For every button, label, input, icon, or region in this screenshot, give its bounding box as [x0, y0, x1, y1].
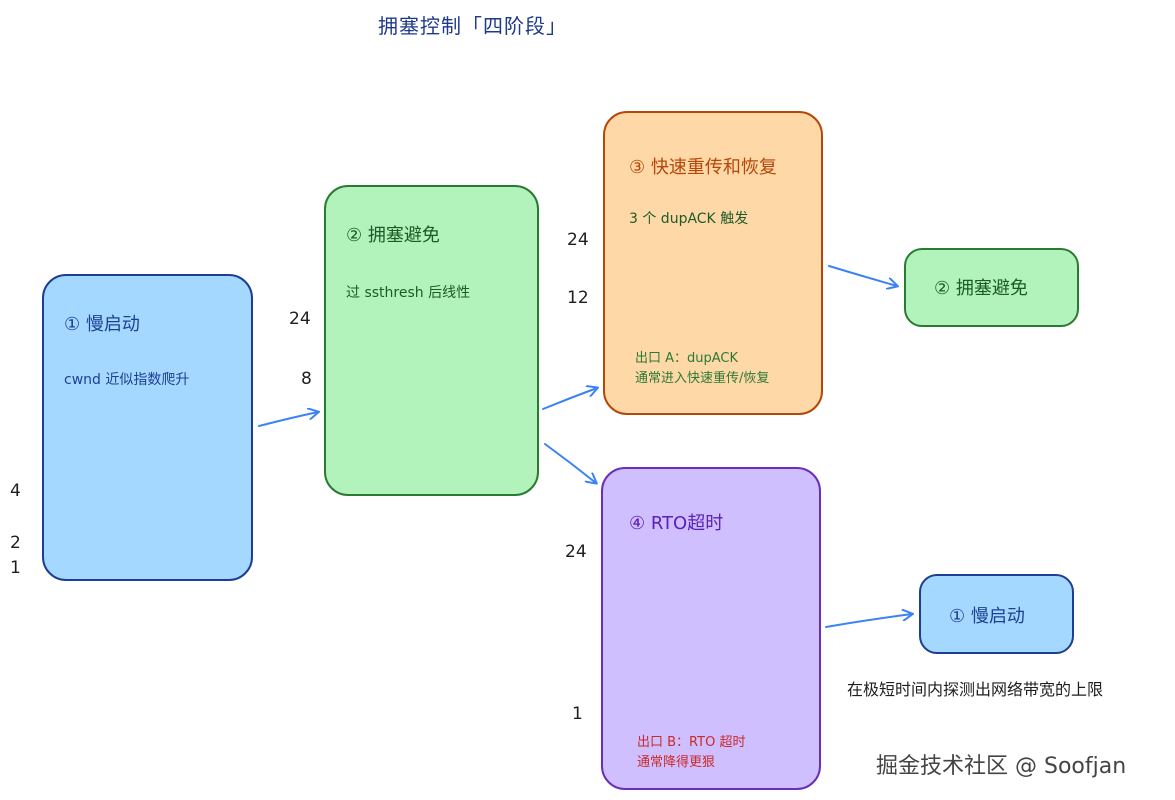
- slow-start-tick-4: 4: [10, 481, 21, 501]
- slow-start-tick-2: 2: [10, 533, 21, 553]
- next-congestion-avoidance-label: ② 拥塞避免: [934, 278, 1028, 299]
- arrow-slow-start-to-avoidance: [258, 412, 318, 427]
- rto-timeout-heading: ④ RTO超时: [629, 513, 724, 534]
- congestion-avoidance-note: 过 ssthresh 后线性: [346, 285, 471, 301]
- watermark: 掘金技术社区 @ Soofjan: [876, 754, 1127, 779]
- fast-recovery-exit-line1: 出口 A：dupACK: [635, 351, 739, 366]
- slow-start-box: ① 慢启动 cwnd 近似指数爬升: [42, 274, 253, 581]
- fast-recovery-trigger: 3 个 dupACK 触发: [629, 211, 749, 227]
- fast-recovery-tick-12: 12: [567, 288, 589, 308]
- slow-start-note: cwnd 近似指数爬升: [64, 372, 190, 388]
- rto-timeout-tick-24: 24: [565, 542, 587, 562]
- slow-start-caption: 在极短时间内探测出网络带宽的上限: [847, 680, 1104, 699]
- fast-recovery-box: ③ 快速重传和恢复 3 个 dupACK 触发 出口 A：dupACK 通常进入…: [603, 111, 823, 415]
- next-congestion-avoidance-box: ② 拥塞避免: [904, 248, 1079, 327]
- rto-timeout-box: ④ RTO超时 出口 B：RTO 超时 通常降得更狠: [601, 467, 821, 790]
- arrow-avoidance-to-fast-recovery: [542, 388, 597, 410]
- slow-start-heading: ① 慢启动: [64, 314, 140, 335]
- next-slow-start-box: ① 慢启动: [919, 574, 1074, 654]
- slow-start-tick-1: 1: [10, 558, 21, 578]
- fast-recovery-tick-24: 24: [567, 230, 589, 250]
- congestion-avoidance-tick-8: 8: [301, 369, 312, 389]
- rto-timeout-exit-line1: 出口 B：RTO 超时: [637, 735, 746, 750]
- congestion-avoidance-tick-24: 24: [289, 309, 311, 329]
- congestion-avoidance-box: ② 拥塞避免 过 ssthresh 后线性: [324, 185, 539, 496]
- congestion-avoidance-heading: ② 拥塞避免: [346, 225, 440, 246]
- rto-timeout-tick-1: 1: [572, 704, 583, 724]
- fast-recovery-heading: ③ 快速重传和恢复: [629, 157, 777, 178]
- arrow-rto-to-slow-start: [825, 614, 912, 628]
- diagram-title: 拥塞控制「四阶段」: [378, 14, 567, 38]
- arrow-fast-recovery-to-avoidance: [828, 265, 897, 286]
- arrow-avoidance-to-rto: [544, 443, 596, 483]
- rto-timeout-exit-line2: 通常降得更狠: [637, 755, 716, 770]
- next-slow-start-label: ① 慢启动: [949, 606, 1025, 627]
- fast-recovery-exit-line2: 通常进入快速重传/恢复: [635, 371, 770, 386]
